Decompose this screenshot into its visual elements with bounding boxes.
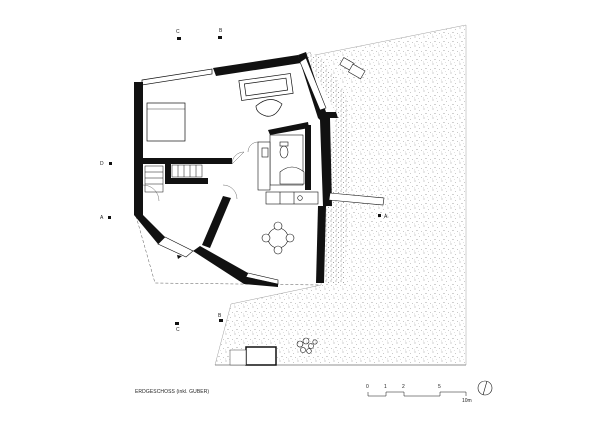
outdoor-chair xyxy=(339,57,366,80)
entry-arrow xyxy=(177,255,182,259)
coffee-table xyxy=(255,99,283,117)
building-walls xyxy=(134,52,338,287)
section-label-b-bottom: B xyxy=(218,313,222,319)
section-label-d-left: D xyxy=(100,161,104,167)
scale-unit: 10m xyxy=(462,398,472,404)
outdoor-bench xyxy=(328,192,385,206)
scale-bar xyxy=(367,391,467,397)
section-mark xyxy=(108,36,381,325)
bathroom-fixtures xyxy=(257,134,319,205)
entry-notch xyxy=(245,346,277,366)
section-label-c-bottom: C xyxy=(176,327,180,333)
site-boundary-line xyxy=(135,215,321,286)
north-arrow-icon xyxy=(477,380,493,396)
window-line xyxy=(157,57,327,285)
section-label-c-top: C xyxy=(176,29,180,35)
terrace-paving xyxy=(304,55,350,283)
bed-furniture xyxy=(146,102,186,142)
scale-tick-1: 1 xyxy=(384,384,387,390)
section-label-b-top: B xyxy=(219,28,223,34)
scale-tick-0: 0 xyxy=(366,384,369,390)
dining-table xyxy=(261,221,295,255)
door-swing xyxy=(142,141,259,202)
section-label-a-right: A xyxy=(384,214,388,220)
stair xyxy=(144,164,203,193)
scale-tick-5: 5 xyxy=(438,384,441,390)
drawing-caption: ERDGESCHOSS (inkl. GUBER) xyxy=(135,389,210,395)
sofa-furniture xyxy=(238,73,294,101)
plant-icon xyxy=(296,337,318,354)
section-label-a-left: A xyxy=(100,215,104,221)
scale-tick-2: 2 xyxy=(402,384,405,390)
